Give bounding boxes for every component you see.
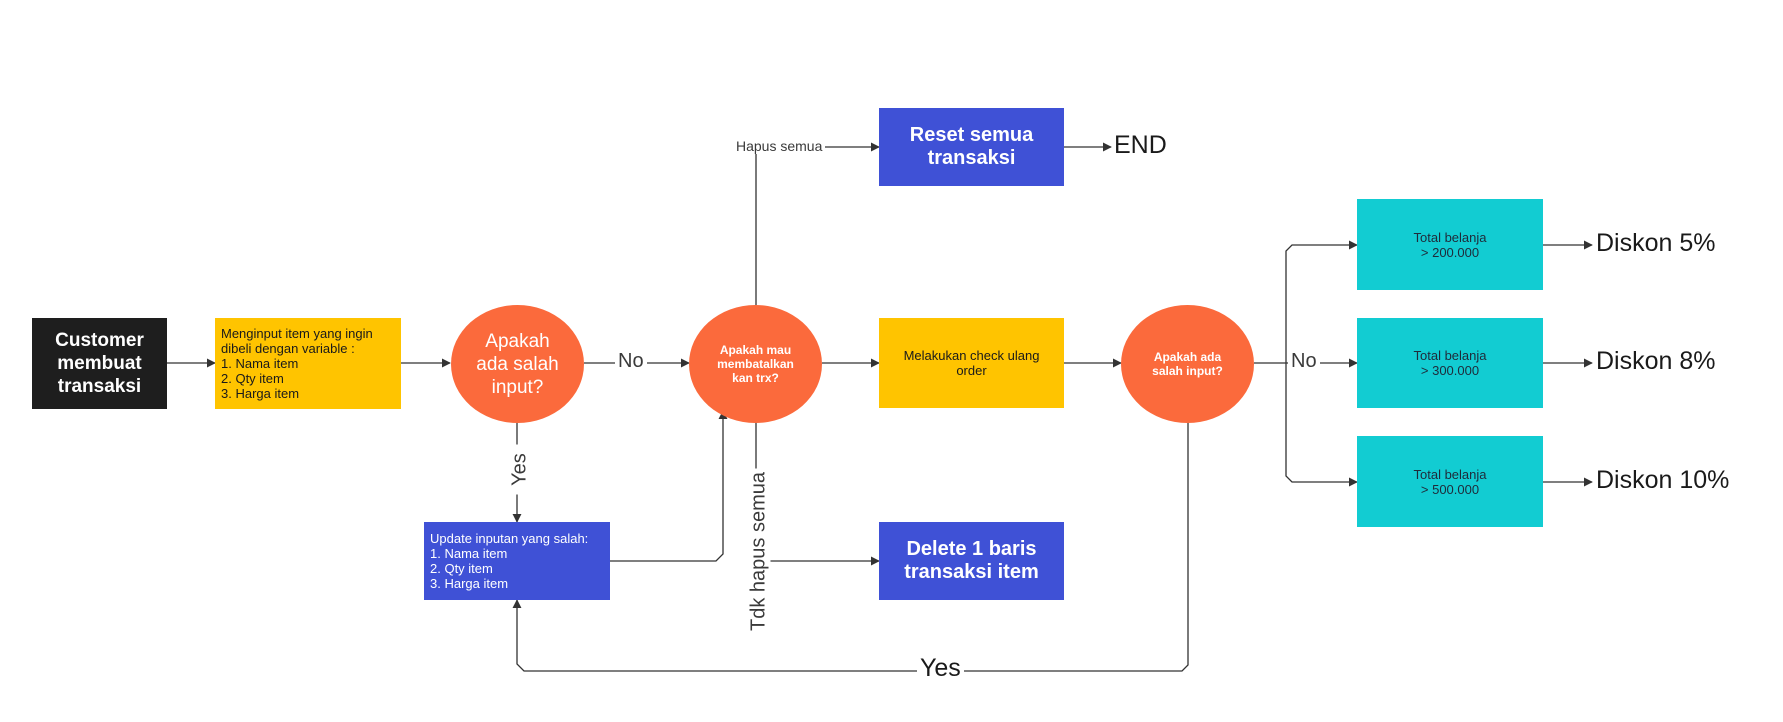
node-text-line: kan trx? <box>732 371 779 385</box>
diskon-8-result: Diskon 8% <box>1596 347 1716 375</box>
node-text-line: membuat <box>57 353 142 374</box>
node-text-line: salah input? <box>1152 364 1223 378</box>
label-yes-1: Yes <box>508 444 532 495</box>
decision-salah-input-2: Apakah ada salah input? <box>1121 305 1254 423</box>
label-hapus-semua: Hapus semua <box>733 138 826 154</box>
node-text-line: 3. Harga item <box>221 386 300 401</box>
connector-branch-500 <box>1285 363 1358 487</box>
node-text-line: 2. Qty item <box>430 561 493 576</box>
node-text-line: membatalkan <box>717 357 794 371</box>
end-terminal: END <box>1114 131 1167 159</box>
node-text-line: Total belanja <box>1413 229 1487 245</box>
start-customer-box: Customer membuat transaksi <box>32 318 167 409</box>
node-text-line: transaksi item <box>904 561 1039 583</box>
decision-salah-input: Apakah ada salah input? <box>451 305 584 423</box>
total-200-box: Total belanja > 200.000 <box>1357 199 1543 290</box>
decision-batalkan: Apakah mau membatalkan kan trx? <box>689 305 822 423</box>
connector-decision2-yes-to-update <box>512 421 1189 672</box>
node-text-line: Total belanja <box>1413 466 1487 482</box>
node-text-line: 2. Qty item <box>221 371 284 386</box>
node-text-line: Apakah mau <box>719 343 792 357</box>
input-item-box: Menginput item yang ingin dibeli dengan … <box>215 318 401 409</box>
node-text-line: Update inputan yang salah: <box>430 531 589 546</box>
delete-baris-box: Delete 1 baris transaksi item <box>879 522 1064 600</box>
node-text-line: transaksi <box>57 376 142 397</box>
node-text-line: Apakah <box>485 330 550 352</box>
node-text-line: Delete 1 baris <box>906 538 1037 560</box>
total-500-box: Total belanja > 500.000 <box>1357 436 1543 527</box>
node-text-line: Melakukan check ulang <box>903 348 1040 363</box>
connector-update-to-batalkan <box>610 410 728 562</box>
node-text-line: transaksi <box>927 147 1016 169</box>
node-text-line: input? <box>491 376 544 398</box>
node-text-line: 1. Nama item <box>221 356 299 371</box>
check-ulang-box: Melakukan check ulang order <box>879 318 1064 408</box>
label-no-2: No <box>1288 350 1320 373</box>
node-text-line: Reset semua <box>909 124 1034 146</box>
node-text-line: Apakah ada <box>1153 350 1222 364</box>
node-text-line: Menginput item yang ingin <box>221 326 373 341</box>
update-input-box: Update inputan yang salah: 1. Nama item … <box>424 522 610 600</box>
connector-tdk-hapus-to-delete <box>755 421 880 566</box>
node-text-line: > 200.000 <box>1420 244 1480 260</box>
node-text-line: Total belanja <box>1413 348 1487 363</box>
node-text-line: order <box>956 363 987 378</box>
connector-hapus-semua-to-reset <box>755 142 880 305</box>
total-300-box: Total belanja > 300.000 <box>1357 318 1543 408</box>
node-text-line: 1. Nama item <box>430 546 508 561</box>
node-text-line: ada salah <box>476 353 559 375</box>
diskon-5-result: Diskon 5% <box>1596 229 1716 257</box>
node-text-line: Customer <box>55 330 144 351</box>
reset-transaksi-box: Reset semua transaksi <box>879 108 1064 186</box>
node-text-line: > 300.000 <box>1420 363 1480 378</box>
label-no-1: No <box>615 350 647 373</box>
node-text-line: 3. Harga item <box>430 576 509 591</box>
node-text-line: > 500.000 <box>1420 481 1480 497</box>
diskon-10-result: Diskon 10% <box>1596 466 1730 494</box>
connector-branch-200 <box>1285 240 1358 363</box>
label-tdk-hapus-semua: Tdk hapus semua <box>747 468 771 635</box>
node-text-line: dibeli dengan variable : <box>221 341 355 356</box>
label-yes-2: Yes <box>917 654 964 683</box>
